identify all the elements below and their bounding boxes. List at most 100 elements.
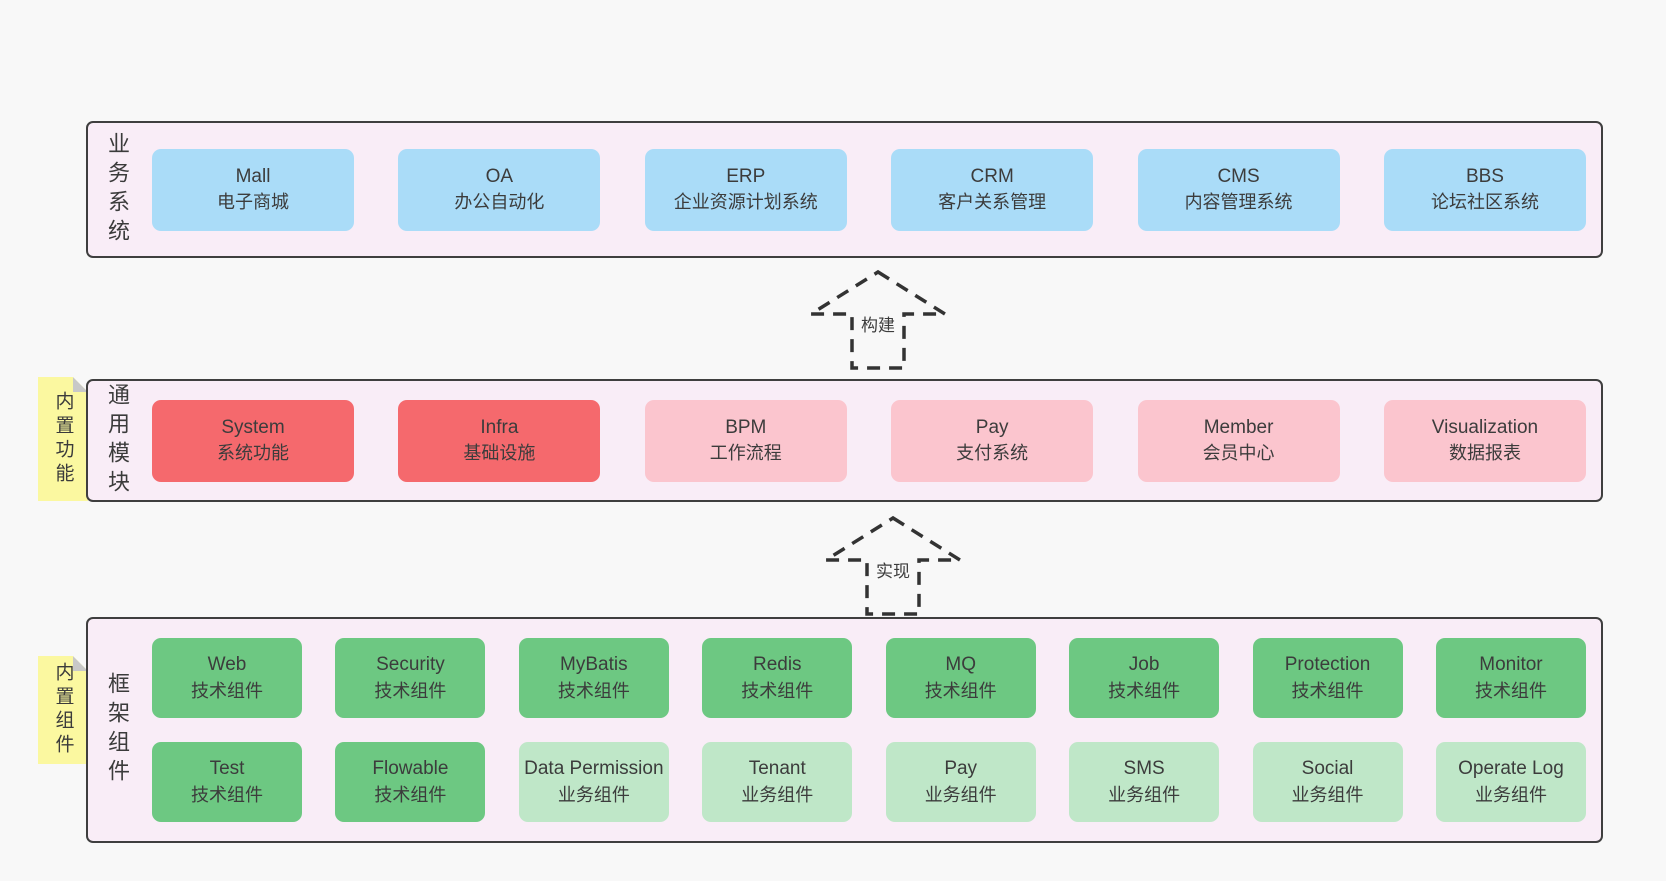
box-name: MyBatis xyxy=(560,654,628,676)
box-crm: CRM 客户关系管理 xyxy=(891,148,1094,231)
box-protection: Protection 技术组件 xyxy=(1252,638,1403,718)
layer-business-systems: 业务系统 Mall 电子商城 OA 办公自动化 ERP 企业资源计划系统 CRM… xyxy=(86,121,1603,258)
box-name: CRM xyxy=(970,165,1014,187)
components-row-1: Web 技术组件 Security 技术组件 MyBatis 技术组件 Redi… xyxy=(152,638,1586,718)
box-sub: 技术组件 xyxy=(374,680,447,701)
box-name: Security xyxy=(376,654,445,676)
arrow-implement: 实现 xyxy=(822,514,964,618)
box-sub: 工作流程 xyxy=(709,443,782,464)
box-name: BPM xyxy=(725,416,767,438)
note-text: 内置组件 xyxy=(52,662,74,758)
box-infra: Infra 基础设施 xyxy=(398,399,601,482)
box-pay-component: Pay 业务组件 xyxy=(885,742,1036,822)
box-bbs: BBS 论坛社区系统 xyxy=(1383,148,1586,231)
components-row-2: Test 技术组件 Flowable 技术组件 Data Permission … xyxy=(152,742,1586,822)
box-member: Member 会员中心 xyxy=(1137,399,1340,482)
box-name: BBS xyxy=(1465,165,1504,187)
box-sub: 技术组件 xyxy=(1474,680,1547,701)
components-boxes: Web 技术组件 Security 技术组件 MyBatis 技术组件 Redi… xyxy=(146,619,1601,841)
note-text: 内置功能 xyxy=(52,391,74,487)
box-sub: 办公自动化 xyxy=(454,192,545,213)
box-erp: ERP 企业资源计划系统 xyxy=(644,148,847,231)
box-name: Social xyxy=(1301,758,1354,780)
box-mq: MQ 技术组件 xyxy=(885,638,1036,718)
arrow-build: 构建 xyxy=(807,268,949,372)
box-name: Infra xyxy=(480,416,519,438)
box-oa: OA 办公自动化 xyxy=(398,148,601,231)
box-data-permission: Data Permission 业务组件 xyxy=(518,742,669,822)
box-name: Tenant xyxy=(748,758,806,780)
box-tenant: Tenant 业务组件 xyxy=(702,742,853,822)
box-name: Test xyxy=(209,758,245,780)
box-name: Pay xyxy=(944,758,978,780)
box-name: SMS xyxy=(1123,758,1165,780)
layer-label-components: 框架组件 xyxy=(105,672,130,788)
box-web: Web 技术组件 xyxy=(152,638,302,718)
box-system: System 系统功能 xyxy=(152,399,354,482)
box-mybatis: MyBatis 技术组件 xyxy=(518,638,669,718)
box-sms: SMS 业务组件 xyxy=(1069,742,1220,822)
box-redis: Redis 技术组件 xyxy=(702,638,853,718)
box-sub: 技术组件 xyxy=(1291,680,1364,701)
box-bpm: BPM 工作流程 xyxy=(644,399,847,482)
box-name: Operate Log xyxy=(1458,758,1564,780)
box-test: Test 技术组件 xyxy=(152,742,302,822)
modules-boxes-row: System 系统功能 Infra 基础设施 BPM 工作流程 Pay 支付系统… xyxy=(146,381,1601,500)
box-sub: 基础设施 xyxy=(463,443,536,464)
box-name: Flowable xyxy=(372,758,449,780)
box-name: Job xyxy=(1128,654,1160,676)
box-name: System xyxy=(221,416,285,438)
box-sub: 客户关系管理 xyxy=(938,192,1047,213)
box-sub: 系统功能 xyxy=(217,443,289,464)
box-name: Monitor xyxy=(1479,654,1543,676)
box-cms: CMS 内容管理系统 xyxy=(1137,148,1340,231)
arrow-implement-label: 实现 xyxy=(872,556,914,583)
box-name: Visualization xyxy=(1431,416,1539,438)
box-sub: 技术组件 xyxy=(191,680,263,701)
box-sub: 技术组件 xyxy=(1108,680,1181,701)
box-name: Protection xyxy=(1284,654,1371,676)
box-security: Security 技术组件 xyxy=(335,638,486,718)
box-name: ERP xyxy=(726,165,766,187)
box-sub: 业务组件 xyxy=(557,784,630,805)
box-name: Redis xyxy=(752,654,802,676)
box-name: Member xyxy=(1203,416,1274,438)
up-arrow-icon xyxy=(822,515,964,616)
box-name: Data Permission xyxy=(524,758,664,780)
box-sub: 支付系统 xyxy=(956,443,1029,464)
business-boxes-row: Mall 电子商城 OA 办公自动化 ERP 企业资源计划系统 CRM 客户关系… xyxy=(146,123,1601,256)
box-sub: 企业资源计划系统 xyxy=(673,192,818,213)
layer-label-modules: 通用模块 xyxy=(105,382,130,499)
box-visualization: Visualization 数据报表 xyxy=(1383,399,1586,482)
box-pay-system: Pay 支付系统 xyxy=(891,399,1094,482)
box-mall: Mall 电子商城 xyxy=(152,148,354,231)
box-sub: 数据报表 xyxy=(1448,443,1521,464)
box-sub: 技术组件 xyxy=(191,784,263,805)
box-social: Social 业务组件 xyxy=(1252,742,1403,822)
note-built-in-components: 内置组件 xyxy=(38,656,88,764)
box-name: Web xyxy=(207,654,247,676)
box-sub: 业务组件 xyxy=(1474,784,1547,805)
box-sub: 业务组件 xyxy=(924,784,997,805)
arrow-build-label: 构建 xyxy=(857,310,899,337)
box-name: Mall xyxy=(235,165,271,187)
note-built-in-functions: 内置功能 xyxy=(38,377,88,501)
box-sub: 技术组件 xyxy=(741,680,814,701)
box-name: OA xyxy=(485,165,514,187)
box-monitor: Monitor 技术组件 xyxy=(1435,638,1586,718)
box-sub: 技术组件 xyxy=(557,680,630,701)
box-sub: 内容管理系统 xyxy=(1184,192,1293,213)
box-operate-log: Operate Log 业务组件 xyxy=(1435,742,1586,822)
layer-label-business: 业务系统 xyxy=(105,131,130,248)
box-sub: 业务组件 xyxy=(741,784,814,805)
box-sub: 业务组件 xyxy=(1108,784,1181,805)
up-arrow-icon xyxy=(807,269,949,370)
box-name: Pay xyxy=(975,416,1009,438)
box-sub: 论坛社区系统 xyxy=(1430,192,1539,213)
box-job: Job 技术组件 xyxy=(1069,638,1220,718)
box-sub: 电子商城 xyxy=(217,192,289,213)
layer-common-modules: 通用模块 System 系统功能 Infra 基础设施 BPM 工作流程 Pay… xyxy=(86,379,1603,502)
box-sub: 业务组件 xyxy=(1291,784,1364,805)
box-name: MQ xyxy=(945,654,976,676)
box-sub: 会员中心 xyxy=(1202,443,1275,464)
